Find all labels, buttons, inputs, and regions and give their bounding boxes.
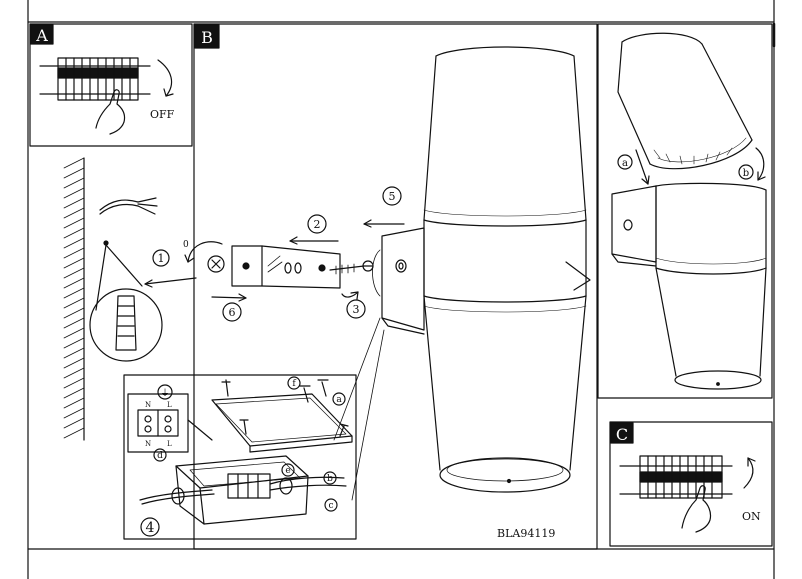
lid-screw-3 — [299, 385, 311, 403]
terminal-l-bottom: L — [167, 440, 172, 448]
screw-icon — [329, 260, 374, 275]
sub-label-a: a — [332, 392, 346, 406]
svg-text:c: c — [328, 501, 333, 511]
svg-text:4: 4 — [146, 520, 155, 536]
hand-icon — [95, 89, 126, 135]
lid-screw-2 — [239, 419, 249, 435]
panel-c-switch-label: ON — [742, 510, 761, 523]
wall-icon — [63, 157, 85, 441]
svg-text:1: 1 — [158, 252, 165, 265]
svg-text:6: 6 — [229, 306, 236, 319]
svg-text:3: 3 — [353, 303, 360, 316]
mount-plate-icon — [372, 227, 425, 335]
lid-screw-5 — [339, 423, 349, 437]
panel-c-letter: C — [616, 425, 628, 444]
svg-text:d: d — [157, 451, 163, 461]
page-frame — [27, 0, 775, 579]
panel-b: B — [193, 23, 598, 550]
junction-box-detail: N L N L ⏚ d f a — [123, 374, 357, 540]
svg-text:b: b — [743, 168, 749, 179]
panel-b-letter: B — [201, 28, 213, 47]
step-3: 3 — [341, 291, 366, 319]
lamp-body-icon — [423, 46, 591, 493]
step-6: 6 — [211, 293, 247, 322]
breaker-strip-icon-c — [619, 455, 733, 499]
terminal-n-top: N — [145, 401, 151, 409]
detail-label-b: b — [738, 147, 766, 181]
svg-text:5: 5 — [389, 190, 396, 203]
panel-a-switch-label: OFF — [150, 108, 175, 121]
wall-bracket-icon — [184, 241, 341, 289]
panel-a-letter: A — [35, 26, 48, 45]
svg-text:2: 2 — [314, 218, 321, 231]
sub-label-f: f — [287, 376, 301, 390]
sub-label-b: b — [323, 471, 337, 485]
terminal-l-top: L — [167, 401, 172, 409]
panel-b-letter-box — [194, 24, 220, 49]
terminal-n-bottom: N — [145, 440, 151, 448]
breaker-strip-icon — [39, 57, 151, 101]
detail-leader-lines — [333, 317, 385, 501]
panel-c-letter-box — [610, 422, 634, 444]
model-code: BLA94119 — [497, 527, 555, 540]
lid-screw-4 — [317, 379, 329, 397]
sub-label-c: c — [324, 498, 338, 512]
cable-icon — [99, 197, 158, 215]
detail-label-a: a — [617, 149, 650, 185]
zero-mark: 0 — [183, 240, 189, 250]
sub-label-e: e — [281, 463, 295, 477]
step-4: 4 — [140, 517, 160, 537]
svg-text:f: f — [292, 379, 296, 389]
hand-icon-c — [681, 485, 712, 533]
svg-text:e: e — [285, 466, 290, 476]
on-arrow-icon — [743, 457, 754, 489]
step-1: 1 — [144, 249, 197, 288]
step-5: 5 — [363, 186, 405, 228]
lamp-lens-icon — [617, 32, 753, 170]
lamp-lower-body-icon — [611, 182, 767, 390]
earth-symbol: ⏚ — [160, 388, 169, 399]
panel-a: A OFF — [29, 23, 193, 147]
lid-screw-1 — [221, 379, 231, 397]
lens-detail-panel: a b — [597, 23, 773, 399]
wall-plug-icon — [89, 240, 163, 362]
svg-text:a: a — [622, 158, 628, 169]
off-arrow-icon — [157, 59, 173, 97]
panel-c: C ON — [609, 421, 773, 547]
panel-a-letter-box — [30, 24, 54, 45]
svg-text:b: b — [327, 474, 333, 484]
svg-text:a: a — [336, 395, 342, 405]
sub-label-d: d — [153, 448, 167, 462]
step-2: 2 — [289, 214, 339, 245]
